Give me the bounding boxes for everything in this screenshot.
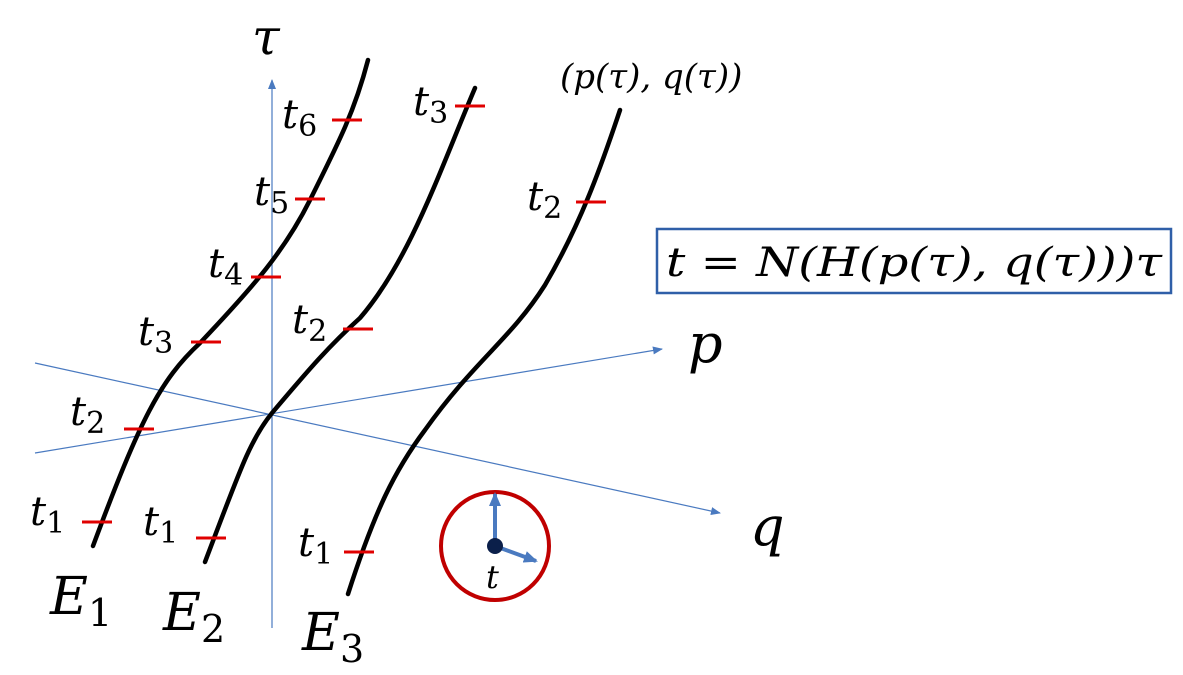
clock-icon: [439, 490, 551, 602]
tick-label-e3-t1: t1: [298, 520, 333, 572]
tau-axis-label: τ: [252, 8, 281, 66]
tick-label-e2-t3: t3: [413, 79, 448, 131]
trajectory-e1: [90, 57, 371, 549]
tick-label-e1-t2: t2: [70, 389, 105, 441]
trajectory-e3: [345, 107, 623, 597]
p-axis-label: p: [688, 312, 723, 375]
q-axis: [34, 362, 721, 515]
tick-label-e2-t1: t1: [143, 499, 178, 551]
energy-label-e1: E1: [49, 567, 112, 635]
curve-label: (p(τ), q(τ)): [560, 57, 742, 97]
energy-label-e2: E2: [162, 583, 225, 651]
equation-text: t = N(H(p(τ), q(τ)))τ: [666, 240, 1163, 286]
tick-label-e3-t2: t2: [527, 174, 562, 226]
tick-label-e1-t3: t3: [138, 309, 173, 361]
tick-label-e1-t6: t6: [282, 92, 317, 144]
energy-label-e3: E3: [301, 603, 364, 671]
equation-box: [655, 227, 1173, 295]
tick-label-e1-t5: t5: [254, 169, 289, 221]
clock-label: t: [486, 558, 499, 596]
trajectory-e2: [202, 85, 478, 565]
tick-label-e1-t1: t1: [30, 489, 65, 541]
q-axis-label: q: [750, 495, 785, 558]
p-axis: [34, 346, 663, 454]
tick-label-e2-t2: t2: [292, 297, 327, 349]
tick-label-e1-t4: t4: [208, 241, 243, 293]
